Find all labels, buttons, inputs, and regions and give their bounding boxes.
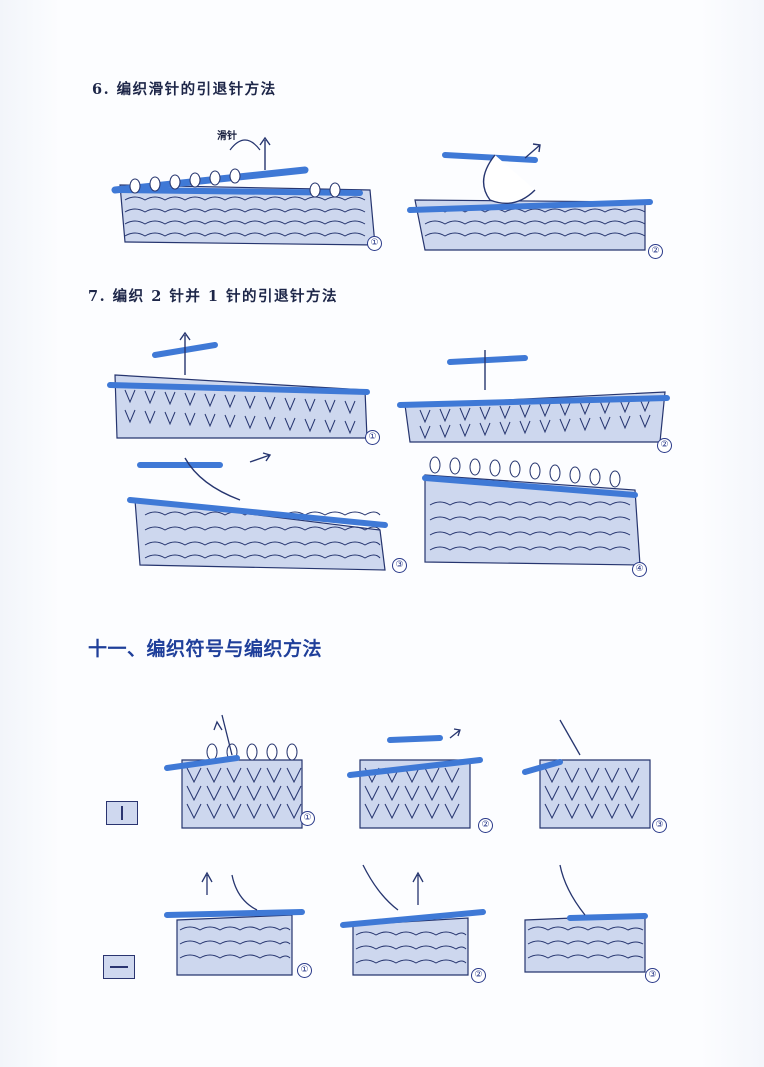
step-number: ③ xyxy=(392,558,407,573)
step-number: ④ xyxy=(632,562,647,577)
figure-11-knit-3-drawing xyxy=(522,719,651,829)
figure-11-knit-2: ② xyxy=(340,710,500,835)
figure-11-knit-2-drawing xyxy=(347,728,483,829)
slip-stitch-label: 滑针 xyxy=(217,131,237,142)
figure-7-1-drawing xyxy=(107,331,370,439)
figure-6-1: 滑针 ① xyxy=(111,120,385,255)
figure-6-2-drawing xyxy=(407,143,653,251)
step-number: ① xyxy=(367,236,382,251)
section-7-heading: 7. 编织 2 针并 1 针的引退针方法 xyxy=(88,288,339,305)
figure-11-purl-3: ③ xyxy=(515,860,675,985)
figure-11-knit-1: ① xyxy=(162,710,322,835)
step-number: ① xyxy=(365,430,380,445)
figure-7-4: ④ xyxy=(420,450,650,577)
step-number: ② xyxy=(478,818,493,833)
figure-11-purl-1: ① xyxy=(162,860,322,985)
knit-stitch-symbol-icon xyxy=(106,801,138,825)
figure-6-1-drawing xyxy=(111,136,376,246)
figure-11-knit-3: ③ xyxy=(520,710,680,835)
purl-stitch-symbol-icon xyxy=(103,955,135,979)
step-number: ② xyxy=(657,438,672,453)
section-6-heading: 6. 编织滑针的引退针方法 xyxy=(92,81,277,98)
figure-7-2-drawing xyxy=(397,350,670,443)
figure-11-purl-3-drawing xyxy=(524,864,648,973)
figure-7-4-drawing xyxy=(422,456,641,566)
step-number: ② xyxy=(648,244,663,259)
figure-11-knit-1-drawing xyxy=(164,714,303,829)
figure-7-1: ① xyxy=(105,330,380,445)
section-11-heading: 十一、编织符号与编织方法 xyxy=(88,638,323,660)
figure-7-2: ② xyxy=(395,330,675,453)
figure-7-3-drawing xyxy=(127,452,388,571)
step-number: ② xyxy=(471,968,486,983)
figure-6-2: ② xyxy=(405,140,665,260)
figure-7-3: ③ xyxy=(127,450,407,575)
figure-11-purl-1-drawing xyxy=(164,871,305,976)
step-number: ③ xyxy=(652,818,667,833)
step-number: ③ xyxy=(645,968,660,983)
step-number: ① xyxy=(300,811,315,826)
step-number: ① xyxy=(297,963,312,978)
figure-11-purl-2-drawing xyxy=(340,864,486,976)
figure-11-purl-2: ② xyxy=(338,860,498,985)
